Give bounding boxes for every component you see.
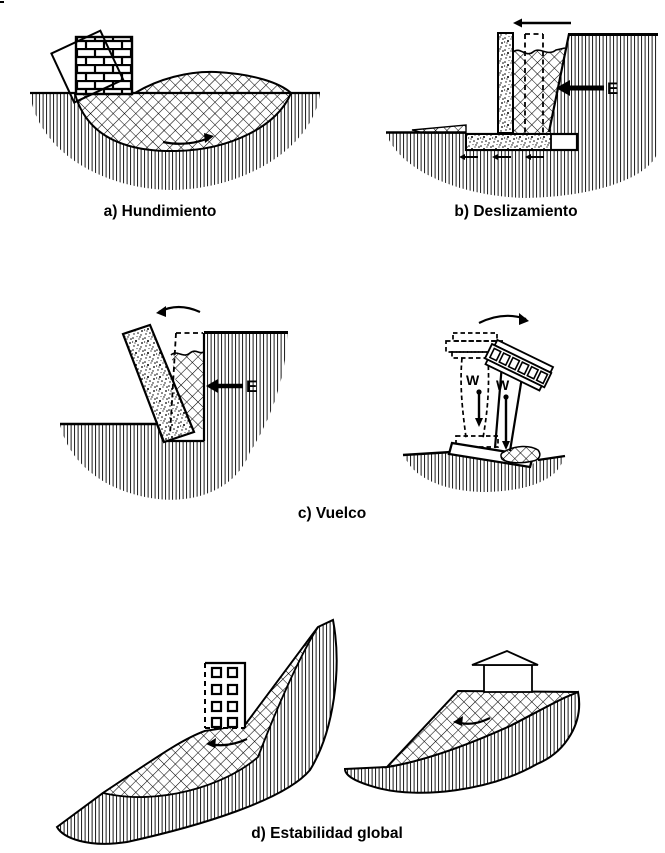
tilted-block-outline-a (50, 29, 125, 104)
building-d-left (204, 661, 247, 729)
weight-arrow-original (475, 389, 483, 427)
ground-hatch-bowl-b (386, 35, 658, 198)
slide-direction-arrow-d-right (453, 716, 491, 726)
bearing-failure-bulb-a (73, 70, 293, 153)
masonry-block-a (74, 35, 134, 96)
slope-body-d-left (55, 618, 338, 845)
caption-a: a) Hundimiento (104, 203, 217, 220)
caption-c: c) Vuelco (298, 505, 366, 522)
backfill-surface-wavy-c (170, 350, 204, 356)
backfill-wedge-c (171, 351, 203, 431)
toe-heave-c-right (500, 445, 541, 464)
building-windows (210, 666, 239, 729)
panel-c-vuelco: E (60, 305, 566, 522)
scan-artifact (0, 1, 4, 3)
displacement-arrow-b (513, 18, 571, 28)
tilted-pier-shaft (493, 363, 525, 452)
panel-d-estabilidad-global: d) Estabilidad global (55, 618, 581, 845)
tilted-deck (483, 338, 555, 392)
ground-hatch-band-c-right (404, 452, 564, 492)
earth-pressure-label-c: E (246, 377, 257, 396)
caption-b: b) Deslizamiento (454, 203, 577, 220)
rotation-arrow-c-right (478, 313, 529, 325)
slide-direction-arrow-d-left (206, 737, 248, 748)
caption-d: d) Estabilidad global (251, 825, 403, 842)
excavation-face-b (547, 33, 571, 133)
panel-b-deslizamiento: E b) Deslizamiento (386, 18, 658, 220)
sliding-mass-d-left (100, 626, 319, 798)
base-friction-arrows-b (459, 154, 544, 160)
slip-direction-arrow-a (162, 133, 214, 145)
ground-line-pier-left (402, 450, 453, 457)
retaining-wall-stem-b (497, 32, 514, 134)
original-wall-position-dashed-c (169, 332, 203, 436)
original-wall-position-dashed-b (524, 33, 544, 133)
house-d-right (471, 650, 539, 693)
weight-arrow-tilted (502, 394, 510, 450)
overturning-wall-c (121, 323, 196, 444)
wall-footing-stipple-b (467, 135, 551, 149)
weight-label-tilted: W (496, 377, 510, 393)
backfill-surface-wavy-b (512, 47, 566, 55)
ground-line-pier-right (537, 454, 566, 462)
panel-a-hundimiento: a) Hundimiento (30, 29, 320, 220)
weight-label-original: W (466, 372, 480, 388)
sliding-mass-d-right (384, 689, 579, 769)
ground-hatch-bowl-c-left (60, 333, 288, 500)
earth-pressure-label-b: E (607, 79, 618, 98)
earth-pressure-arrow-b (556, 80, 604, 96)
earth-pressure-arrow-c (206, 379, 243, 393)
rotation-arrow-c-left (156, 305, 201, 317)
